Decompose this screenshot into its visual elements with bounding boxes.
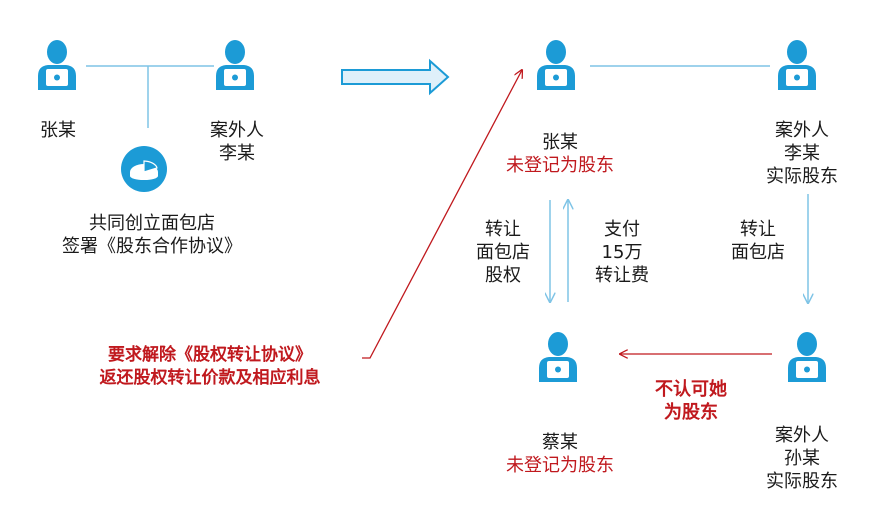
label-li-left: 案外人 李某 <box>210 120 264 164</box>
person-li-right-icon <box>778 40 816 90</box>
label-sun: 案外人 孙某 实际股东 <box>766 425 838 492</box>
label-cai: 蔡某 未登记为股东 <box>506 432 614 476</box>
person-sun-icon <box>788 332 826 382</box>
label-zhang-right: 张某 未登记为股东 <box>506 132 614 176</box>
label-li-right: 案外人 李某 实际股东 <box>766 120 838 187</box>
demand-arrow <box>362 70 522 359</box>
person-zhang-right-icon <box>537 40 575 90</box>
person-cai-icon <box>539 332 577 382</box>
label-transfer-equity: 转让 面包店 股权 <box>476 219 530 286</box>
label-transfer-shop: 转让 面包店 <box>731 219 785 263</box>
person-zhang-left-icon <box>38 40 76 90</box>
caption-partnership: 共同创立面包店 签署《股东合作协议》 <box>62 213 242 257</box>
pie-chart-icon <box>121 146 167 192</box>
label-zhang-left: 张某 <box>40 120 76 141</box>
label-not-recognized: 不认可她 为股东 <box>655 379 727 423</box>
label-demand: 要求解除《股权转让协议》 返还股权转让价款及相应利息 <box>99 345 321 388</box>
right-arrow-icon <box>341 58 450 96</box>
person-li-left-icon <box>216 40 254 90</box>
label-payment: 支付 15万 转让费 <box>595 219 649 286</box>
